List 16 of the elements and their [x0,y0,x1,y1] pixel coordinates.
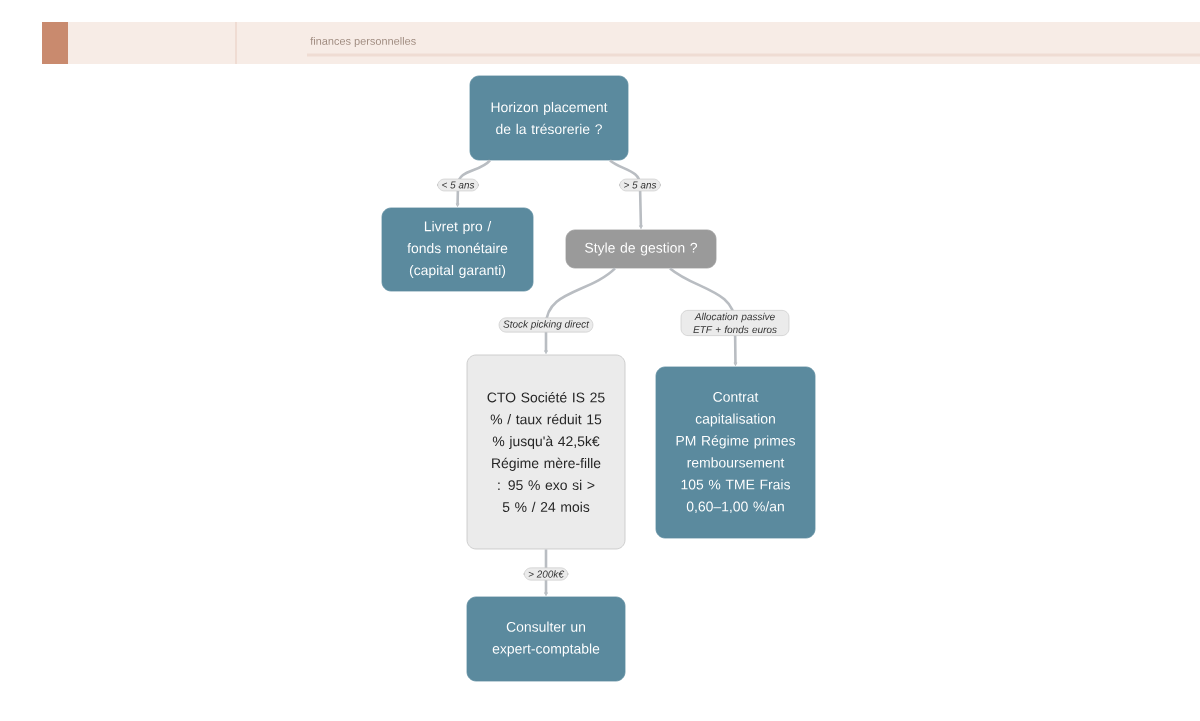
result-box: Contrat capitalisation PM Régime primes remboursement 105 % TME Frais 0,60–1,00 %/an [655,366,816,539]
arrow [455,159,491,208]
arrow [544,267,616,355]
decision-box: Horizon placement de la trésorerie ? [469,75,629,161]
edge-label: > 5 ans [619,178,661,192]
result-box: CTO Société IS 25 % / taux réduit 15 % jusqu'à 42,5k€ Régime mère-fille : 95 % exo si > 5 % / 24 mois [466,354,626,550]
result-box: Consulter un expert-comptable [466,596,626,682]
edge-label: < 5 ans [437,178,479,192]
header-tagline: finances personnelles [310,36,416,48]
edge-label: Stock picking direct [498,317,594,333]
edge-label: Allocation passive ETF + fonds euros [680,310,790,336]
arrow [544,549,548,597]
edge-label: > 200k€ [523,567,569,581]
decision-box: Style de gestion ? [565,229,717,269]
result-box: Livret pro / fonds monétaire (capital garanti) [381,207,534,292]
arrow [609,159,643,230]
